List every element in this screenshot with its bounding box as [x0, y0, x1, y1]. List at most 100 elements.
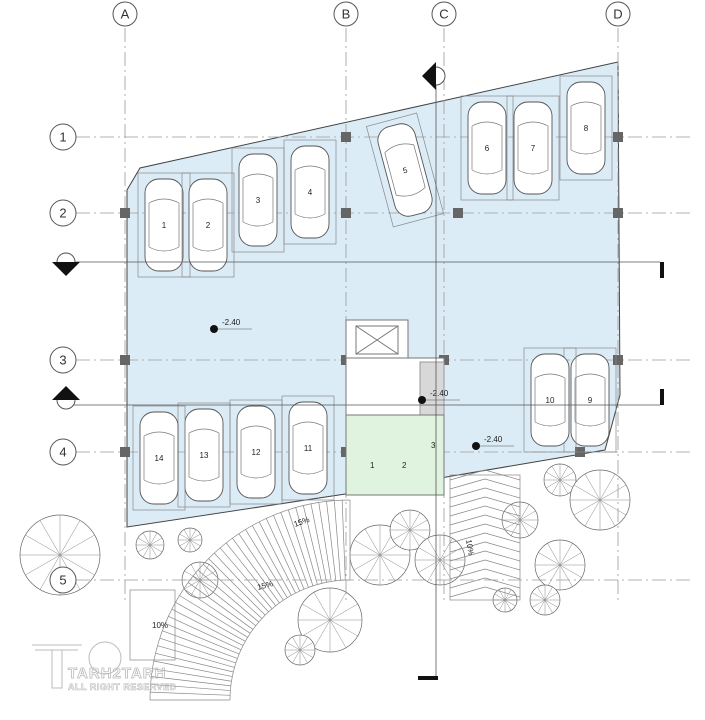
parking-space: 4 [283, 139, 337, 245]
tree-spoke [329, 619, 358, 637]
ramp-hatch [251, 525, 292, 596]
tree-spoke [353, 539, 381, 556]
ramp-hatch [318, 502, 332, 582]
ramp-slope: 15% [293, 515, 311, 529]
tree-icon [414, 534, 466, 586]
ramp-hatch [245, 529, 288, 598]
ramp-hatch [175, 601, 246, 642]
tree-spoke [504, 599, 516, 607]
ramp-hatch [484, 469, 521, 481]
parking-space: 2 [181, 172, 235, 278]
tree-spoke [392, 529, 411, 541]
ramp-hatch [484, 532, 521, 544]
tree-spoke [189, 539, 201, 547]
tree-icon [177, 527, 203, 553]
tree-spoke [559, 543, 573, 566]
landscape-trees [19, 463, 631, 666]
car-outline [570, 101, 602, 155]
ramps [129, 469, 521, 701]
tree-spoke [519, 510, 536, 521]
tree-spoke [299, 649, 314, 658]
car-outline [574, 373, 606, 427]
structural-column [120, 208, 130, 218]
tree-spoke [573, 499, 601, 516]
ramp-curve [149, 499, 351, 701]
tree-spoke [299, 642, 314, 651]
ramp-hatch [295, 507, 318, 585]
parking-bay [460, 95, 514, 201]
parking-space-number: 4 [308, 188, 313, 197]
tree-spoke [286, 642, 301, 651]
tree-spoke [190, 564, 201, 581]
ramp-hatch [159, 637, 236, 664]
ramp-hatch [484, 559, 521, 571]
section-cut-bar [660, 262, 664, 278]
car-icon [566, 81, 606, 175]
ramp-hatch [302, 505, 323, 584]
car-icon [144, 178, 184, 272]
structural-column [453, 208, 463, 218]
section-cut-bar [418, 676, 438, 680]
tree-icon [543, 463, 577, 497]
car-outline [471, 121, 503, 175]
ramp-hatch [187, 582, 254, 630]
ramp-hatch [232, 537, 280, 604]
grid-label-3: 3 [59, 353, 66, 368]
watermark-brand: TARH2TARH [68, 665, 166, 682]
parking-space: 7 [506, 95, 560, 201]
parking-space-number: 6 [485, 144, 490, 153]
ramp-hatch [150, 691, 231, 696]
parking-bay [506, 95, 560, 201]
tree-spoke [537, 599, 546, 614]
ramp-hatch [238, 533, 284, 601]
tree-spoke [379, 554, 407, 571]
car-outline [384, 143, 426, 197]
car-icon [236, 405, 276, 499]
grid-bubble [49, 346, 77, 374]
tree-spoke [199, 564, 210, 581]
tree-spoke [504, 599, 512, 611]
tree-spoke [379, 554, 396, 582]
ramp-hatch [484, 514, 521, 526]
parking-space-number: 1 [162, 221, 167, 230]
ramp-hatch [484, 478, 521, 490]
car-outline [292, 421, 324, 475]
ramp-hatch [310, 503, 327, 583]
tree-spoke [137, 537, 151, 546]
tree-spoke [409, 529, 421, 548]
tree-spoke [183, 539, 191, 551]
tree-spoke [179, 539, 191, 547]
ramp-hatch [333, 500, 341, 581]
ramp-hatch [449, 496, 486, 508]
elevator-car [355, 325, 399, 355]
floor-level: -2.40 [484, 435, 503, 444]
section-arrow-icon [52, 262, 80, 276]
tree-icon [297, 587, 363, 653]
parking-space-number: 10 [546, 396, 555, 405]
level-marker-icon [210, 325, 218, 333]
ramp-hatch [449, 550, 486, 562]
tree-spoke [137, 544, 151, 553]
tree-spoke [427, 538, 441, 561]
tree-spoke [199, 570, 216, 581]
parking-space: 9 [563, 347, 617, 453]
grid-label-4: 4 [59, 445, 66, 460]
grid-bubble [49, 199, 77, 227]
tree-spoke [392, 519, 411, 531]
tree-icon [19, 514, 101, 596]
car-outline [294, 165, 326, 219]
grid-label-1: 1 [59, 130, 66, 145]
tree-spoke [494, 593, 506, 601]
watermark-notice: ALL RIGHT RESERVED [68, 682, 177, 692]
tree-spoke [329, 619, 347, 648]
ramp-slope: 10% [152, 621, 168, 630]
grid-bubble [333, 1, 359, 27]
grid-bubble [49, 566, 77, 594]
tree-spoke [559, 552, 582, 566]
parking-space: 14 [132, 405, 186, 511]
grid-bubble [112, 1, 138, 27]
parking-bay [365, 112, 445, 228]
tree-spoke [519, 519, 536, 530]
tree-spoke [599, 484, 627, 501]
tree-spoke [510, 519, 521, 536]
